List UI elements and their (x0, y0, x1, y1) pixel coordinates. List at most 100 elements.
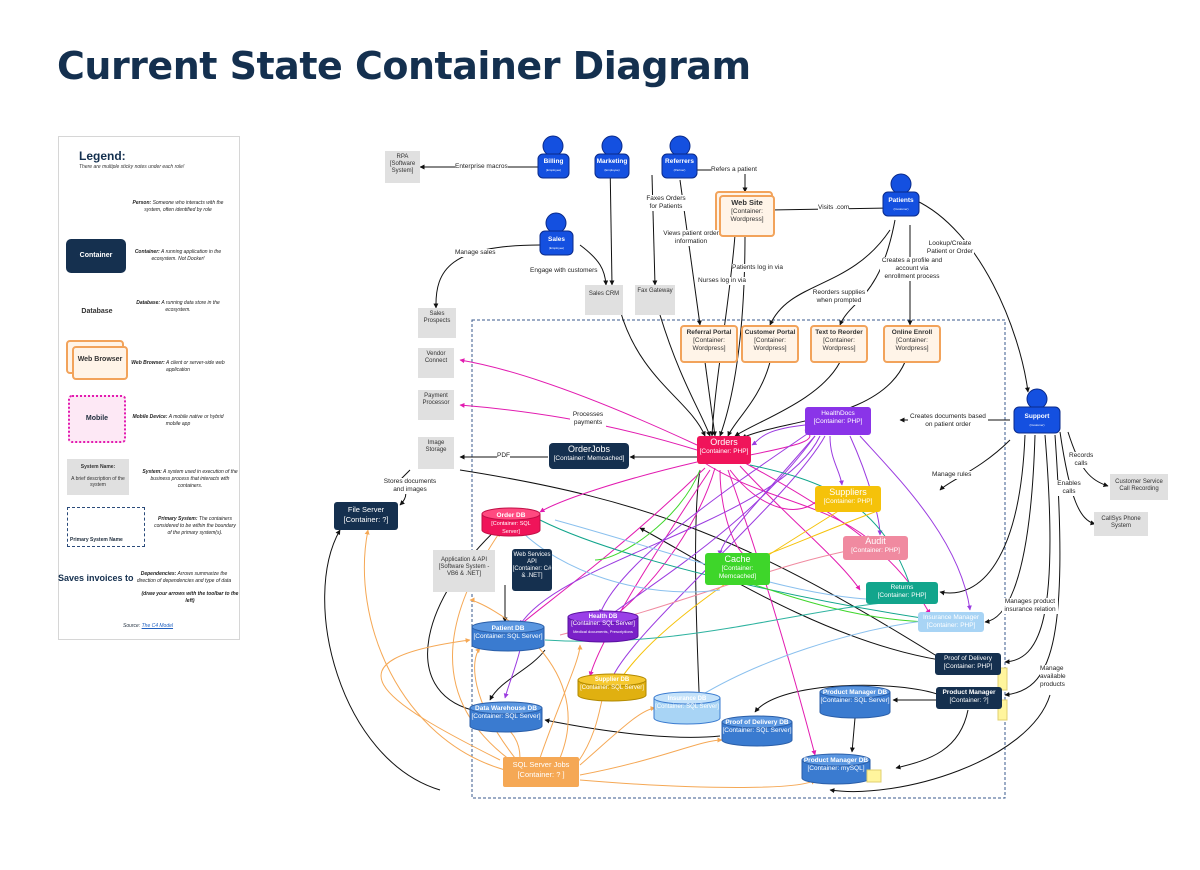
sticky-note (997, 667, 1008, 691)
website-type: [Container: Wordpress] (730, 208, 764, 223)
support-label: Support(Customer) (1024, 413, 1050, 427)
edge-label-manage-sales: Manage sales (455, 249, 496, 257)
person-marketing[interactable] (594, 135, 630, 179)
text-to-reorder-app[interactable]: Text to Reorder [Container: Wordpress] (810, 325, 868, 363)
rpa-system[interactable]: RPA [Software System] (385, 151, 420, 183)
edge-label-nurses-login: Nurses log in via (698, 277, 747, 285)
web-services-api-container[interactable]: Web Services API [Container: C# & .NET] (512, 549, 552, 591)
legend-panel: Legend: There are multiple sticky notes … (58, 136, 240, 640)
edge-label-processes-payments: Processes payments (570, 411, 606, 427)
orders-title: Orders (710, 437, 738, 447)
enroll-type: [Container: Wordpress] (895, 337, 929, 352)
product-manager-container[interactable]: Product Manager [Container: ?] (936, 687, 1002, 709)
orders-container[interactable]: Orders [Container: PHP] (697, 436, 751, 464)
returns-container[interactable]: Returns [Container: PHP] (866, 582, 938, 604)
orderjobs-container[interactable]: OrderJobs [Container: Memcached] (549, 443, 629, 469)
proof-of-delivery-db[interactable] (721, 715, 793, 747)
cache-title: Cache (724, 554, 751, 564)
edge-label-records-calls: Records calls (1069, 452, 1094, 468)
edge-label-enterprise-macros: Enterprise macros (455, 163, 508, 171)
audit-container[interactable]: Audit [Container: PHP] (843, 536, 908, 560)
legend-database-label: Database (81, 308, 113, 315)
referral-portal-app[interactable]: Referral Portal [Container: Wordpress] (680, 325, 738, 363)
person-support[interactable] (1013, 388, 1061, 434)
dw-db-label: Data Warehouse DB[Container: SQL Server] (471, 705, 541, 720)
audit-title: Audit (865, 536, 886, 546)
legend-container-desc: Container: A running application in the … (134, 249, 222, 262)
sql-jobs-title: SQL Server Jobs (512, 760, 570, 769)
website-app[interactable]: Web Site [Container: Wordpress] (719, 195, 775, 237)
pm-title: Product Manager (942, 689, 996, 696)
legend-system-name: System Name: (80, 464, 116, 470)
page-title: Current State Container Diagram (57, 44, 751, 88)
person-patients[interactable] (882, 173, 920, 217)
source-link[interactable]: The C4 Model (141, 623, 174, 629)
legend-system-brief: A brief description of the system (71, 476, 125, 488)
legend-dependency-label: Saves invoices to (58, 573, 134, 583)
legend-mobile-desc: Mobile Device: A mobile native or hybrid… (132, 414, 224, 427)
sql-jobs-type: [Container: ? ] (517, 770, 565, 779)
insurance-manager-container[interactable]: Insurance Manager [Container: PHP] (918, 612, 984, 632)
legend-title: Legend: (79, 149, 126, 163)
callsys-system[interactable]: CallSys Phone System (1094, 512, 1148, 536)
legend-primary-label: Primary System Name (70, 537, 123, 543)
health-db-label: Health DB[Container: SQL Server]Medical … (571, 614, 635, 634)
sales-crm-system[interactable]: Sales CRM (585, 285, 623, 315)
patient-db[interactable] (471, 620, 545, 652)
data-warehouse-db[interactable] (469, 701, 543, 733)
edge-label-pdf: PDF (497, 452, 510, 460)
cache-container[interactable]: Cache [Container: Memcached] (705, 553, 770, 585)
enroll-title: Online Enroll (891, 329, 933, 336)
sales-prospects-system[interactable]: Sales Prospects (418, 308, 456, 338)
sticky-note (997, 699, 1008, 721)
healthdocs-title: HealthDocs (821, 410, 855, 417)
product-manager-db-sql[interactable] (819, 685, 891, 719)
payment-processor-system[interactable]: Payment Processor (418, 390, 454, 420)
patients-label: Patients(Customer) (888, 197, 914, 211)
legend-browser-box: Web Browser (72, 346, 128, 380)
referral-type: [Container: Wordpress] (692, 337, 726, 352)
app-api-system[interactable]: Application & API [Software System - VB6… (433, 550, 495, 592)
pod-db-label: Proof of Delivery DB[Container: SQL Serv… (722, 719, 792, 734)
order-db[interactable] (481, 507, 541, 537)
customer-portal-app[interactable]: Customer Portal [Container: Wordpress] (741, 325, 799, 363)
web-services-title: Web Services API (513, 552, 551, 565)
edge-label-engage-customers: Engage with customers (530, 267, 598, 275)
billing-label: Billing(Employee) (543, 158, 564, 172)
legend-subtitle: There are multiple sticky notes under ea… (79, 164, 185, 170)
insurance-db[interactable] (653, 691, 721, 725)
pm-mysql-label: Product Manager DB[Container: mySQL] (803, 757, 869, 772)
edge-label-refers-patient: Refers a patient (711, 166, 757, 174)
person-billing[interactable] (537, 135, 570, 179)
online-enroll-app[interactable]: Online Enroll [Container: Wordpress] (883, 325, 941, 363)
edge-label-manage-products: Manage available products (1040, 665, 1074, 689)
health-db[interactable] (567, 610, 639, 643)
legend-person-desc: Person: Someone who interacts with the s… (132, 200, 224, 213)
file-server-container[interactable]: File Server [Container: ?] (334, 502, 398, 530)
website-title: Web Site (731, 198, 763, 207)
fax-gateway-system[interactable]: Fax Gateway (635, 285, 675, 315)
legend-mobile-box: Mobile (68, 395, 126, 443)
person-referrers[interactable] (661, 135, 698, 179)
person-sales[interactable] (539, 212, 574, 256)
pm-type: [Container: ?] (949, 697, 989, 704)
proof-of-delivery-container[interactable]: Proof of Delivery [Container: PHP] (935, 653, 1001, 675)
legend-browser-desc: Web Browser: A client or server-side web… (131, 360, 225, 373)
edge-label-manage-rules: Manage rules (932, 471, 972, 479)
returns-title: Returns (890, 584, 914, 591)
edge-label-manages-product: Manages product insurance relation (1002, 598, 1058, 614)
patient-db-label: Patient DB[Container: SQL Server] (473, 625, 543, 640)
text-title: Text to Reorder (815, 329, 863, 336)
image-storage-system[interactable]: Image Storage (418, 437, 454, 469)
file-server-type: [Container: ?] (343, 515, 389, 524)
edge-label-lookup: Lookup/Create Patient or Order (926, 240, 974, 256)
product-manager-db-mysql[interactable] (801, 753, 871, 785)
pod-title: Proof of Delivery (943, 655, 993, 662)
orders-type: [Container: PHP] (699, 448, 749, 455)
cs-recording-system[interactable]: Customer Service Call Recording (1110, 474, 1168, 500)
supplier-db[interactable] (577, 673, 647, 702)
suppliers-container[interactable]: Suppliers [Container: PHP] (815, 486, 881, 512)
vendor-connect-system[interactable]: Vendor Connect (418, 348, 454, 378)
healthdocs-container[interactable]: HealthDocs [Container: PHP] (805, 407, 871, 435)
sql-server-jobs-container[interactable]: SQL Server Jobs [Container: ? ] (503, 757, 579, 787)
